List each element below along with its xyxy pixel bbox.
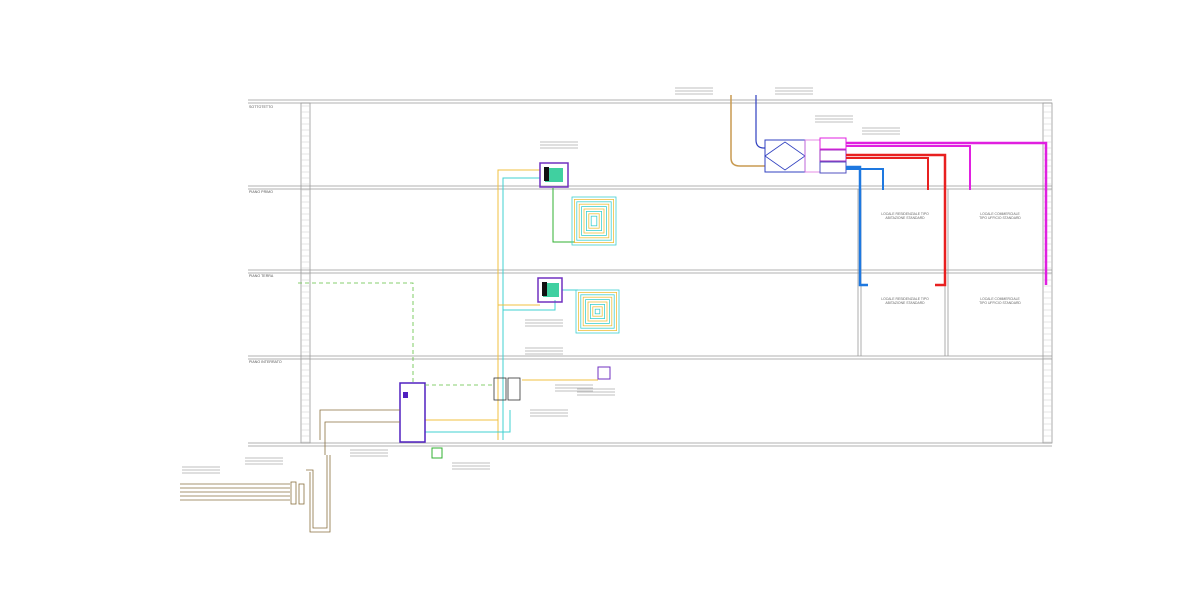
damper-box xyxy=(819,161,847,174)
floor-label-first: PIANO PRIMO xyxy=(249,190,273,194)
supply-hot-duct xyxy=(846,153,947,287)
heat-pump xyxy=(399,382,426,443)
floor-label-basement: PIANO INTERRATO xyxy=(249,360,282,364)
fan-coil xyxy=(597,366,611,380)
storage-tank xyxy=(493,377,507,401)
svg-text:LOCALE COMMERCIALE: LOCALE COMMERCIALE xyxy=(980,212,1020,216)
air-handling-unit xyxy=(764,139,806,173)
floor-label-ground: PIANO TERRA xyxy=(249,274,274,278)
svg-text:LOCALE RESIDENZIALE TIPO: LOCALE RESIDENZIALE TIPO xyxy=(881,212,929,216)
svg-text:ABITAZIONE STANDARD: ABITAZIONE STANDARD xyxy=(885,216,925,220)
damper-box xyxy=(819,149,847,162)
radiant-floor-coil xyxy=(571,196,617,246)
heating-pipes xyxy=(425,169,598,440)
basement-equipment xyxy=(298,282,611,459)
radiant-floor-coil xyxy=(575,289,620,334)
building-outline xyxy=(248,99,1053,447)
exhaust-duct xyxy=(846,141,1048,285)
floor-manifold-ground xyxy=(537,277,563,303)
svg-text:TIPO UFFICIO STANDARD: TIPO UFFICIO STANDARD xyxy=(979,301,1021,305)
storage-tank xyxy=(507,377,521,401)
wall-hatching xyxy=(301,105,1052,443)
ventilation-system xyxy=(730,95,1048,287)
floor-label-attic: SOTTOTETTO xyxy=(249,105,273,109)
geothermal-probes xyxy=(180,455,331,533)
svg-text:TIPO UFFICIO STANDARD: TIPO UFFICIO STANDARD xyxy=(979,216,1021,220)
expansion-vessel xyxy=(431,447,443,459)
annotations xyxy=(182,87,900,474)
svg-text:ABITAZIONE STANDARD: ABITAZIONE STANDARD xyxy=(885,301,925,305)
svg-text:LOCALE RESIDENZIALE TIPO: LOCALE RESIDENZIALE TIPO xyxy=(881,297,929,301)
floor-manifold-first xyxy=(539,162,569,188)
supply-cold-duct xyxy=(846,165,868,287)
damper-box xyxy=(819,137,847,150)
svg-text:LOCALE COMMERCIALE: LOCALE COMMERCIALE xyxy=(980,297,1020,301)
